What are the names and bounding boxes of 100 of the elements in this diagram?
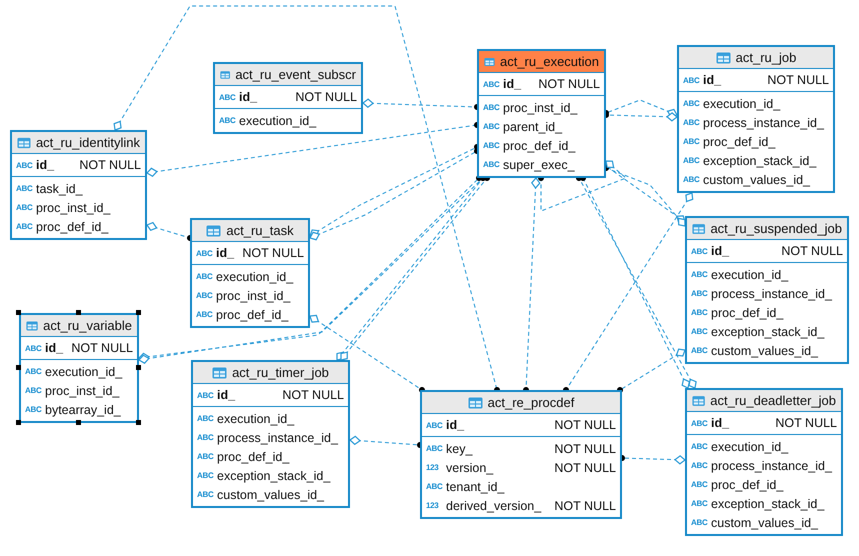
data-type-label: ABC	[691, 518, 708, 527]
data-type-label: ABC	[683, 76, 700, 84]
column-name: id_	[45, 341, 64, 355]
column-name: custom_values_id_	[703, 172, 812, 186]
constraint-label: NOT NULL	[79, 158, 141, 172]
table-name: act_ru_task	[226, 223, 294, 238]
data-type-label: ABC	[691, 461, 708, 470]
column-name: derived_version_	[446, 498, 542, 512]
column-name: id_	[36, 158, 56, 172]
column-name: execution_id_	[711, 268, 790, 282]
data-type-label: ABC	[197, 452, 214, 461]
table-box	[677, 45, 835, 193]
data-type-label: ABC	[426, 420, 444, 430]
data-type-label: ABC	[196, 272, 214, 281]
data-type-label: ABC	[483, 80, 500, 88]
data-type-label: ABC	[197, 414, 214, 423]
table-box	[420, 390, 622, 519]
constraint-label: NOT NULL	[282, 388, 344, 402]
data-type-label: ABC	[691, 327, 708, 336]
relationship-line	[617, 348, 686, 393]
column-name: process_instance_id_	[711, 286, 834, 300]
data-type-label: ABC	[197, 390, 214, 400]
data-type-label: ABC	[197, 471, 214, 480]
constraint-label: NOT NULL	[775, 416, 837, 430]
column-name: id_	[446, 418, 466, 432]
data-type-label: ABC	[219, 92, 236, 102]
constraint-label: NOT NULL	[554, 498, 616, 512]
column-name: id_	[503, 77, 522, 91]
data-type-label: ABC	[25, 405, 42, 414]
data-type-label: ABC	[691, 270, 708, 279]
constraint-label: NOT NULL	[554, 418, 616, 432]
column-name: exception_stack_id_	[703, 154, 818, 168]
data-type-label: ABC	[691, 308, 708, 317]
relationship-line	[309, 314, 425, 393]
data-type-label: ABC	[691, 499, 708, 508]
data-type-label: 123	[426, 463, 440, 472]
data-type-label: ABC	[16, 184, 34, 193]
column-name: super_exec_	[503, 158, 576, 172]
data-type-label: ABC	[691, 346, 708, 355]
column-name: exception_stack_id_	[711, 496, 826, 510]
data-type-label: ABC	[196, 310, 214, 319]
data-type-label: ABC	[196, 291, 214, 300]
constraint-label: NOT NULL	[71, 341, 133, 355]
column-name: proc_def_id_	[216, 308, 290, 322]
data-type-label: ABC	[25, 386, 42, 395]
column-name: task_id_	[36, 182, 84, 196]
column-name: proc_def_id_	[711, 306, 784, 320]
column-name: exception_stack_id_	[217, 468, 332, 482]
column-name: process_instance_id_	[703, 116, 826, 130]
data-type-label: ABC	[483, 160, 500, 169]
data-type-label: ABC	[691, 418, 708, 428]
column-name: execution_id_	[216, 270, 294, 284]
table-name: act_ru_execution	[500, 54, 599, 69]
data-type-label: ABC	[483, 122, 500, 131]
column-name: process_instance_id_	[217, 430, 340, 444]
column-name: id_	[216, 246, 236, 260]
column-name: execution_id_	[703, 96, 782, 110]
table-name: act_ru_deadletter_job	[710, 393, 836, 408]
data-type-label: ABC	[683, 118, 700, 127]
constraint-label: NOT NULL	[554, 442, 616, 456]
data-type-label: ABC	[219, 116, 236, 125]
relationship-line	[563, 192, 694, 393]
data-type-label: ABC	[16, 160, 34, 170]
data-type-label: ABC	[196, 248, 214, 258]
column-name: custom_values_id_	[711, 344, 820, 358]
column-name: id_	[703, 73, 722, 87]
column-name: id_	[711, 416, 730, 430]
column-name: proc_inst_id_	[45, 384, 120, 398]
table-name: act_re_procdef	[488, 395, 574, 410]
column-name: execution_id_	[711, 440, 790, 454]
table-box	[191, 360, 350, 508]
column-name: execution_id_	[217, 412, 296, 426]
data-type-label: ABC	[683, 137, 700, 146]
column-name: execution_id_	[239, 114, 318, 128]
column-name: bytearray_id_	[45, 402, 122, 416]
data-type-label: ABC	[483, 103, 500, 112]
column-name: proc_inst_id_	[216, 288, 292, 302]
column-name: process_instance_id_	[711, 458, 834, 472]
table-box	[685, 388, 843, 536]
data-type-label: ABC	[25, 367, 42, 376]
column-name: proc_def_id_	[711, 478, 784, 492]
data-type-label: 123	[426, 501, 440, 510]
relationship-line	[114, 6, 500, 393]
column-name: id_	[217, 388, 236, 402]
table-box	[477, 49, 606, 178]
column-name: exception_stack_id_	[711, 324, 826, 338]
relationship-line	[523, 177, 540, 393]
constraint-label: NOT NULL	[554, 460, 616, 474]
data-type-label: ABC	[691, 442, 708, 451]
data-type-label: ABC	[691, 480, 708, 489]
column-name: parent_id_	[503, 120, 564, 134]
table-name: act_ru_identitylink	[36, 135, 140, 150]
constraint-label: NOT NULL	[295, 90, 357, 104]
column-name: id_	[711, 244, 730, 258]
column-name: proc_inst_id_	[503, 100, 578, 114]
column-name: key_	[446, 442, 474, 456]
table-name: act_ru_variable	[43, 318, 132, 333]
data-type-label: ABC	[691, 246, 708, 256]
constraint-label: NOT NULL	[242, 246, 304, 260]
table-name: act_ru_job	[736, 50, 796, 65]
